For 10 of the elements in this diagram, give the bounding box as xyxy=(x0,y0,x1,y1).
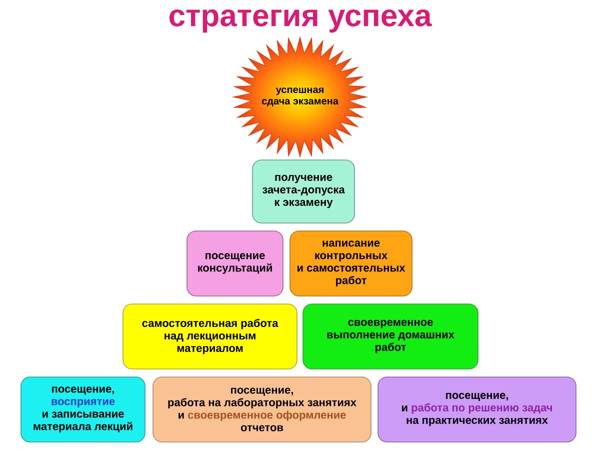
step-box: своевременное выполнение домашних работ xyxy=(302,304,478,370)
step-box: посещение, и работа по решению задач на практических занятиях xyxy=(378,376,576,442)
step-box: посещение, работа на лабораторных занятиях и своевременное оформление отчетов xyxy=(152,376,372,442)
step-box: самостоятельная работа над лекционным материалом xyxy=(122,304,298,370)
title: стратегия успеха xyxy=(170,9,432,33)
starburst: успешная сдача экзамена xyxy=(232,36,368,158)
step-box: посещение, восприятие и записывание материала лекций xyxy=(20,376,146,442)
step-box: получение зачета-допуска к экзамену xyxy=(252,160,355,224)
step-box: написание контрольных и самостоятельных работ xyxy=(290,230,412,296)
step-box: посещение консультаций xyxy=(186,230,284,296)
